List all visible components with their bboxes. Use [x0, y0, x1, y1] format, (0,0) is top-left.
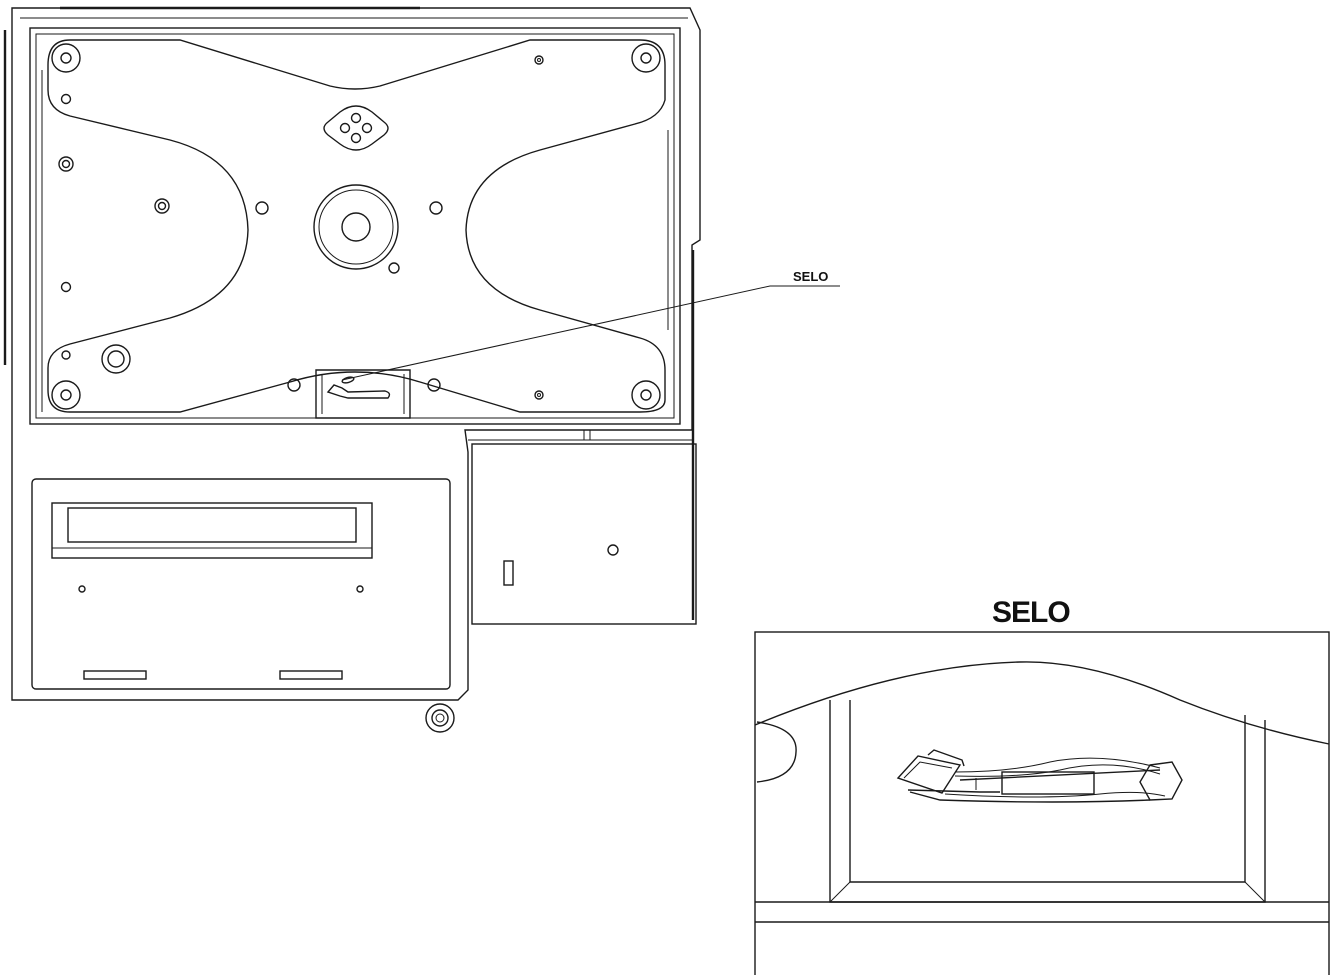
corner-bolt-top-left — [51, 43, 81, 73]
top-plate-frame — [29, 27, 681, 425]
center-hub — [313, 184, 399, 270]
display-panel — [31, 478, 451, 690]
detail-pocket — [755, 700, 1329, 923]
bottom-screw — [425, 703, 455, 733]
seal-wire-small — [326, 384, 391, 399]
detail-plate-edge — [754, 661, 1330, 745]
foot-bolt — [101, 344, 131, 374]
seal-callout: SELO — [341, 269, 840, 381]
small-holes — [58, 55, 544, 400]
detail-seal-wire — [896, 749, 1183, 803]
side-panel — [468, 250, 697, 625]
detail-hole-partial — [756, 721, 797, 783]
seal-pocket — [315, 369, 411, 419]
corner-bolt-top-right — [631, 43, 661, 73]
x-plate — [47, 39, 666, 413]
detail-title: SELO — [992, 596, 1070, 629]
callout-label: SELO — [793, 269, 828, 284]
seal-detail-view: SELO — [754, 596, 1330, 975]
detail-frame — [754, 631, 1330, 975]
corner-bolt-bottom-left — [51, 380, 81, 410]
diamond-mount — [323, 105, 389, 151]
device-top-view — [3, 6, 701, 733]
detail-crimp-ferrule — [1139, 761, 1183, 801]
housing-outline — [11, 7, 701, 701]
corner-bolt-bottom-right — [631, 380, 661, 410]
